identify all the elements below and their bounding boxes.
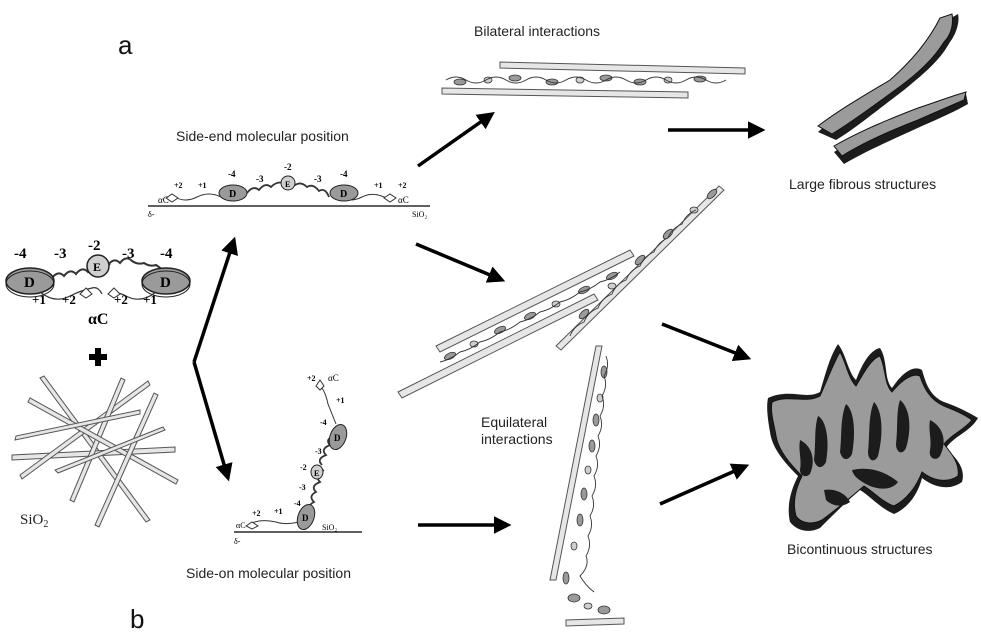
- svg-text:D: D: [302, 513, 309, 523]
- svg-text:-4: -4: [294, 499, 301, 508]
- svg-text:+2: +2: [174, 181, 183, 190]
- svg-text:-2: -2: [284, 162, 292, 172]
- branch-arrows: [194, 240, 234, 478]
- arrow-down-icon: [194, 362, 228, 478]
- svg-text:-3: -3: [315, 447, 322, 456]
- equilateral-interactions-label-line1: Equilateral: [481, 414, 547, 430]
- bicontinuous-structures-label: Bicontinuous structures: [787, 541, 933, 557]
- side-on-position-label: Side-on molecular position: [186, 565, 351, 581]
- svg-text:D: D: [340, 189, 347, 200]
- svg-text:δ-: δ-: [234, 537, 241, 546]
- large-fibrous-structures-label: Large fibrous structures: [789, 176, 936, 192]
- side-end-position-label: Side-end molecular position: [176, 128, 349, 144]
- arrow-right-icon: [418, 114, 492, 166]
- charge-label: -4: [160, 246, 173, 262]
- bilateral-interactions-label: Bilateral interactions: [474, 23, 600, 39]
- svg-text:-4: -4: [320, 418, 327, 427]
- svg-text:-3: -3: [299, 483, 306, 492]
- panel-label-a: a: [118, 30, 132, 61]
- bicontinuous-structure: [767, 344, 978, 531]
- domain-label-d-left: D: [24, 275, 35, 291]
- arrow-up-icon: [194, 240, 234, 362]
- bilateral-rods: [442, 62, 745, 98]
- svg-text:+1: +1: [374, 181, 383, 190]
- equilateral-interactions-label-line2: interactions: [481, 431, 553, 447]
- fibrinogen-molecule: D E D -4 -3 -2 -3 -4 +1 +2 +2 +1 αC: [6, 238, 190, 328]
- charge-label: +1: [143, 292, 157, 307]
- charge-label: -3: [54, 246, 67, 262]
- svg-text:+2: +2: [398, 181, 407, 190]
- charge-label: -2: [88, 238, 101, 254]
- charge-label: -4: [14, 246, 27, 262]
- svg-text:E: E: [314, 469, 319, 478]
- svg-text:E: E: [285, 180, 290, 189]
- arrow-right-icon: [662, 324, 748, 358]
- svg-text:SiO₂: SiO₂: [322, 523, 337, 532]
- svg-text:D: D: [334, 433, 341, 443]
- svg-text:-3: -3: [314, 174, 322, 184]
- svg-text:-3: -3: [256, 174, 264, 184]
- alpha-c-label: αC: [88, 311, 108, 328]
- svg-text:+1: +1: [336, 396, 345, 405]
- domain-label-e: E: [93, 260, 101, 274]
- arrow-right-icon: [416, 244, 502, 280]
- svg-text:D: D: [229, 189, 236, 200]
- svg-text:+2: +2: [307, 374, 316, 383]
- svg-text:αC: αC: [328, 373, 339, 383]
- svg-text:+1: +1: [274, 507, 283, 516]
- charge-label: +2: [114, 292, 128, 307]
- alpha-c-domain-1: [80, 288, 92, 298]
- silica-nanorods: [12, 376, 178, 527]
- svg-text:+1: +1: [198, 181, 207, 190]
- svg-text:αC: αC: [236, 521, 246, 530]
- equilateral-rod-vertical: [550, 346, 624, 626]
- svg-text:αC: αC: [398, 195, 409, 205]
- svg-text:-2: -2: [300, 463, 307, 472]
- arrow-right-icon: [660, 466, 746, 504]
- large-fibrous-structure: [818, 14, 968, 164]
- charge-label: +1: [32, 292, 46, 307]
- plus-icon: [89, 348, 107, 366]
- svg-text:-4: -4: [228, 169, 236, 179]
- side-end-molecule: D E D -4 -3 -2 -3 -4 +2 +1 +1 +2 αC αC δ…: [148, 162, 430, 219]
- equilateral-rods-cross: [398, 186, 724, 398]
- svg-text:SiO₂: SiO₂: [412, 210, 427, 219]
- panel-label-b: b: [130, 604, 144, 635]
- side-on-molecule: D E D -4 -3 -2 -3 -4 +1 +2 αC +2 +1 αC δ…: [234, 373, 362, 546]
- charge-label: -3: [122, 246, 135, 262]
- svg-text:αC: αC: [158, 195, 169, 205]
- svg-text:-4: -4: [340, 169, 348, 179]
- charge-label: +2: [62, 292, 76, 307]
- svg-text:+2: +2: [252, 509, 261, 518]
- svg-text:δ-: δ-: [148, 210, 155, 219]
- sio2-label: SiO2: [20, 512, 48, 530]
- domain-label-d-right: D: [160, 275, 171, 291]
